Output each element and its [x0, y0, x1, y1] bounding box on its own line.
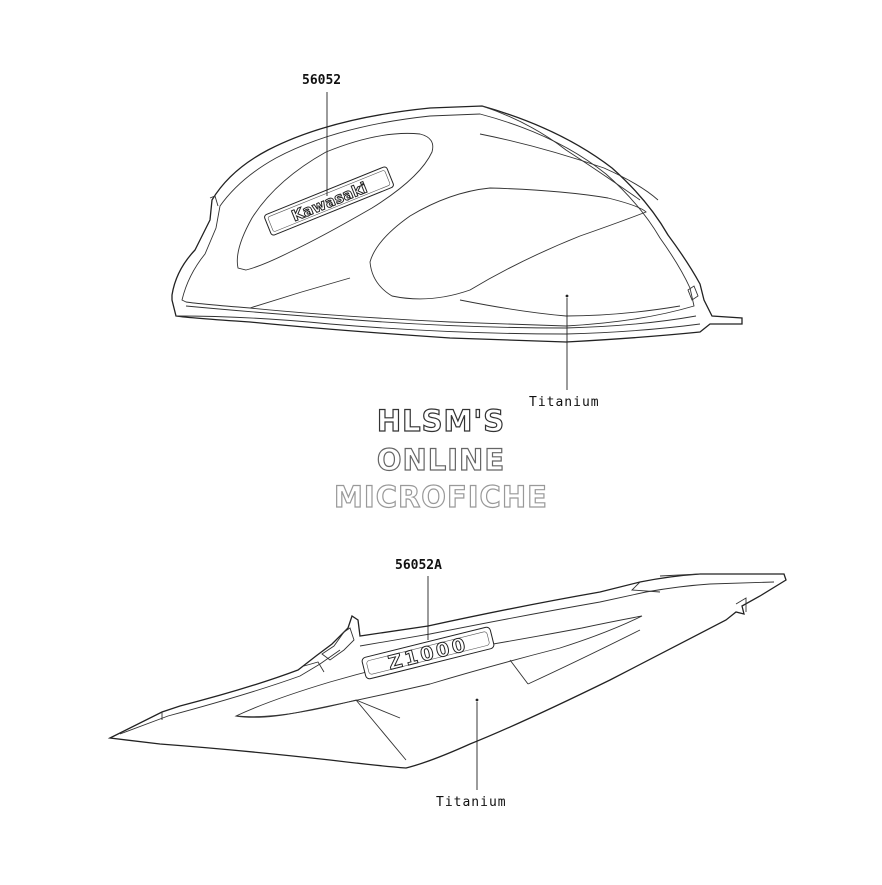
callout-titanium-bottom: Titanium: [436, 698, 507, 810]
callout-56052A: 56052A: [395, 558, 442, 640]
part-number-label: 56052: [302, 73, 341, 88]
watermark-line-2: ONLINE: [377, 443, 505, 477]
material-label: Titanium: [436, 795, 507, 810]
seat-cowl-drawing: Z1000: [107, 573, 787, 769]
callout-56052: 56052: [302, 73, 341, 196]
part-number-label: 56052A: [395, 558, 442, 573]
watermark-line-3: MICROFICHE: [334, 480, 548, 514]
tank-decal: Kawasaki: [264, 166, 394, 236]
callout-titanium-top: Titanium: [529, 294, 600, 410]
material-label: Titanium: [529, 395, 600, 410]
fuel-tank-drawing: Kawasaki: [171, 105, 743, 343]
watermark: HLSM'S ONLINE MICROFICHE: [333, 403, 548, 514]
watermark-line-1: HLSM'S: [377, 404, 505, 438]
